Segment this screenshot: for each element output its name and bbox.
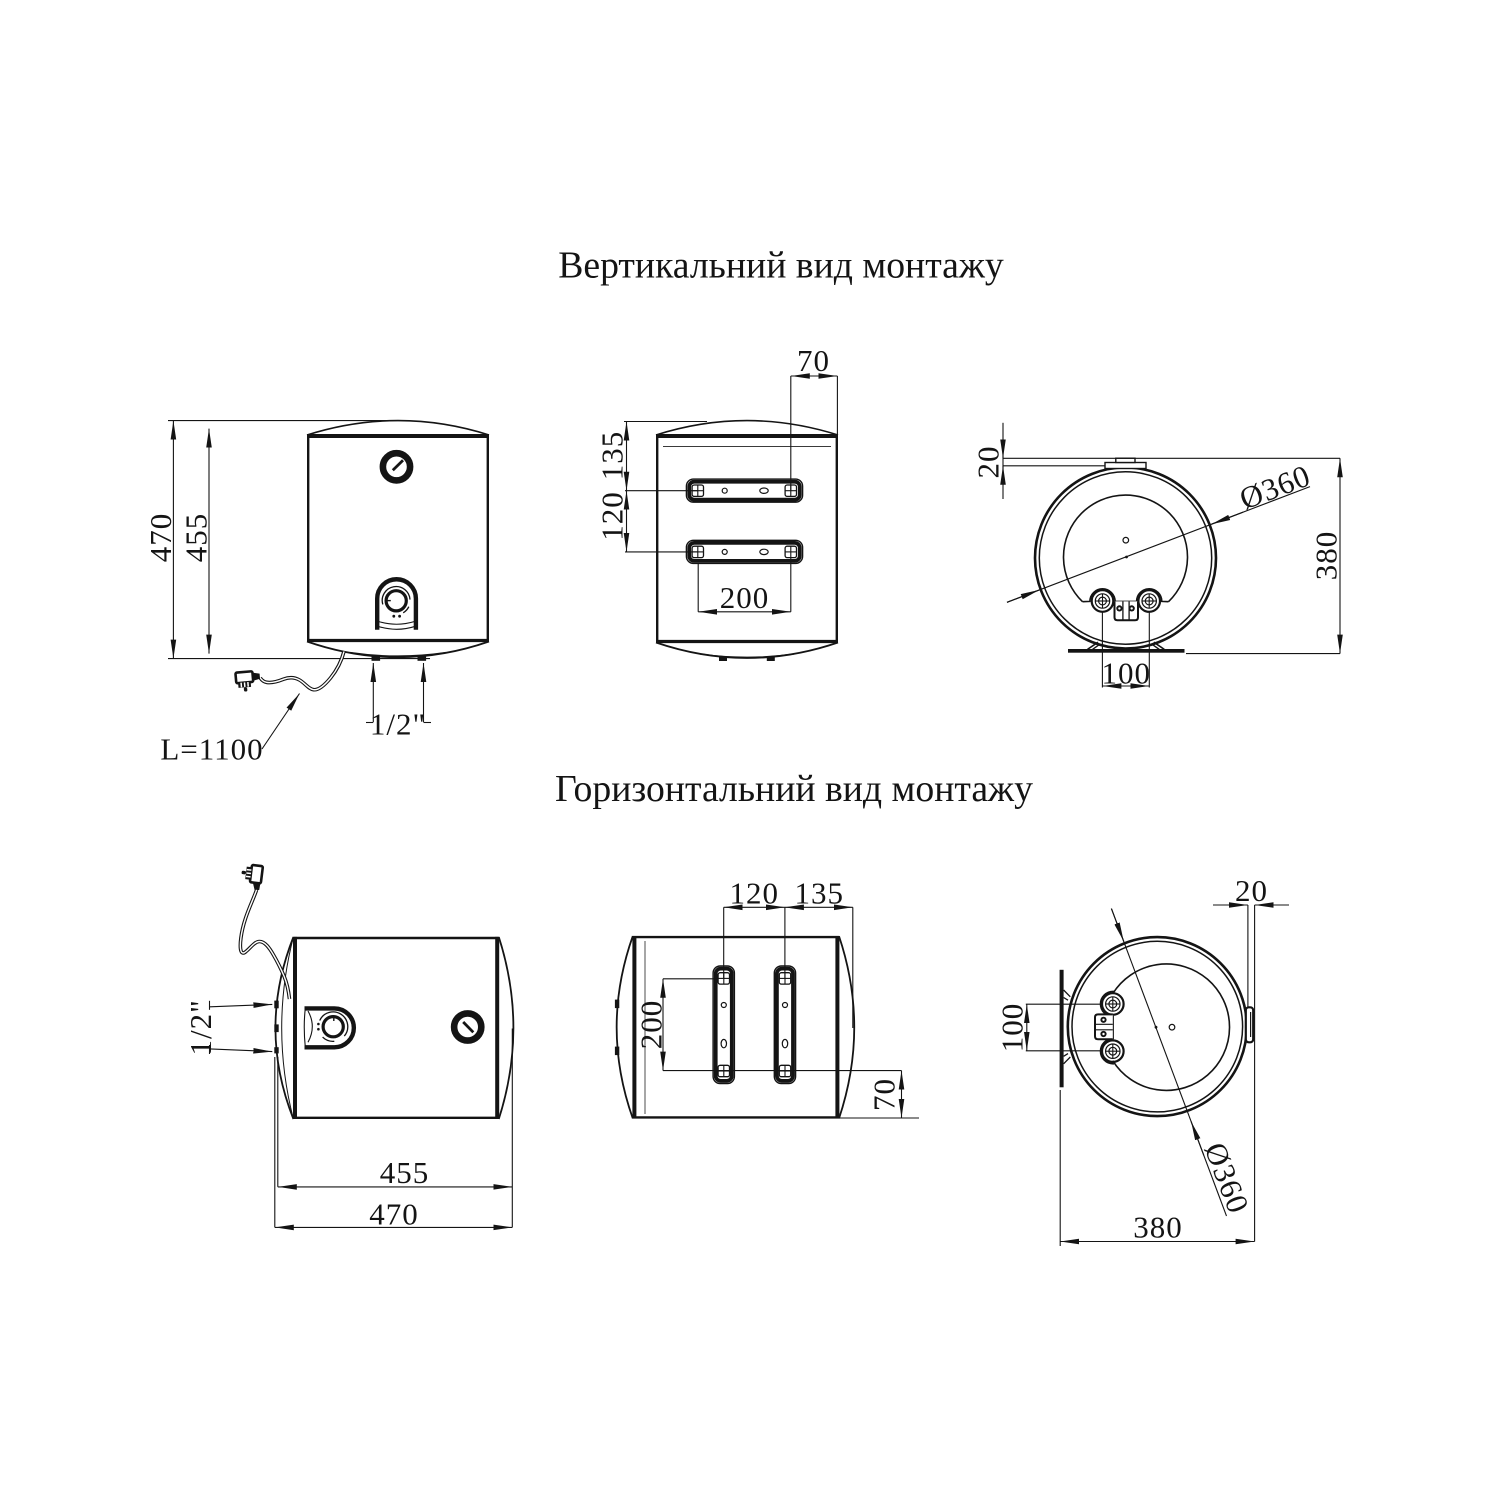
svg-text:20: 20	[971, 446, 1006, 479]
svg-text:120: 120	[594, 491, 629, 541]
svg-text:70: 70	[797, 343, 830, 378]
svg-text:135: 135	[795, 875, 845, 910]
svg-text:200: 200	[634, 1000, 669, 1050]
svg-text:1/2": 1/2"	[370, 707, 426, 742]
svg-text:380: 380	[1133, 1210, 1183, 1245]
svg-text:455: 455	[178, 513, 213, 563]
svg-text:100: 100	[995, 1003, 1030, 1053]
svg-text:L=1100: L=1100	[160, 732, 263, 767]
svg-text:470: 470	[369, 1197, 419, 1232]
svg-text:135: 135	[594, 431, 629, 481]
svg-text:120: 120	[729, 875, 779, 910]
svg-text:Вертикальний вид монтажу: Вертикальний вид монтажу	[558, 245, 1004, 287]
svg-text:Ø360: Ø360	[1235, 458, 1316, 517]
svg-text:380: 380	[1309, 531, 1344, 581]
svg-text:200: 200	[720, 580, 770, 615]
svg-text:70: 70	[867, 1078, 902, 1111]
svg-text:Горизонтальний вид монтажу: Горизонтальний вид монтажу	[555, 768, 1033, 810]
svg-text:20: 20	[1235, 873, 1268, 908]
svg-text:100: 100	[1101, 655, 1151, 690]
svg-text:Ø360: Ø360	[1198, 1138, 1257, 1219]
svg-text:470: 470	[143, 513, 178, 563]
svg-text:1/2": 1/2"	[183, 999, 218, 1055]
svg-text:455: 455	[380, 1155, 430, 1190]
